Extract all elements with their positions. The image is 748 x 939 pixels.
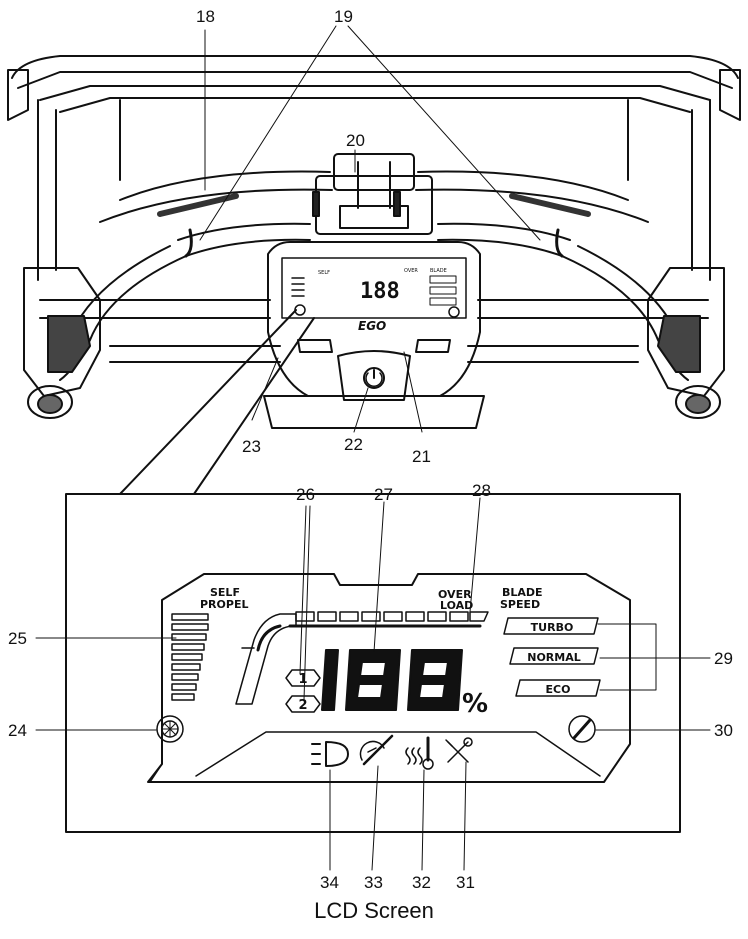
callout-33: 33 bbox=[364, 873, 383, 892]
blade-handle-icon bbox=[359, 734, 394, 766]
mode-eco: ECO bbox=[546, 683, 571, 696]
callout-numbers: 18 19 20 21 22 23 24 25 26 27 28 29 30 3… bbox=[8, 7, 733, 892]
callout-30: 30 bbox=[714, 721, 733, 740]
callout-24: 24 bbox=[8, 721, 27, 740]
callout-32: 32 bbox=[412, 873, 431, 892]
callout-21: 21 bbox=[412, 447, 431, 466]
lcd-callout-leaders bbox=[35, 497, 711, 871]
self-propel-label-line2: PROPEL bbox=[200, 598, 248, 611]
callout-22: 22 bbox=[344, 435, 363, 454]
headlight-icon bbox=[311, 741, 349, 767]
blade-speed-label-line1: BLADE bbox=[502, 586, 543, 599]
callout-34: 34 bbox=[320, 873, 339, 892]
icon-tray-outline bbox=[195, 731, 601, 777]
gear-2-label: 2 bbox=[298, 698, 307, 713]
overload-label-line1: OVER bbox=[438, 588, 472, 601]
overload-label-line2: LOAD bbox=[440, 599, 473, 612]
mode-normal: NORMAL bbox=[527, 651, 581, 664]
callout-25: 25 bbox=[8, 629, 27, 648]
blade-icon bbox=[568, 715, 596, 743]
callout-19: 19 bbox=[334, 7, 353, 26]
gear-indicators bbox=[285, 669, 321, 713]
lcd-detail-frame bbox=[65, 493, 681, 833]
zoom-lines bbox=[119, 309, 315, 495]
figure-caption: LCD Screen bbox=[314, 898, 434, 923]
mower-handle-illustration: SELF OVER BLADE 188 EGO bbox=[7, 55, 741, 429]
svg-text:OVER: OVER bbox=[404, 268, 418, 274]
self-propel-arc bbox=[235, 613, 482, 705]
callout-20: 20 bbox=[346, 131, 365, 150]
temperature-icon bbox=[405, 736, 434, 770]
maintenance-tools-icon bbox=[445, 737, 473, 763]
callout-18: 18 bbox=[196, 7, 215, 26]
self-propel-wheel-icon bbox=[156, 715, 184, 743]
self-propel-bars bbox=[171, 613, 209, 701]
brand-logo: EGO bbox=[358, 319, 386, 333]
svg-text:BLADE: BLADE bbox=[430, 268, 447, 274]
seven-segment-readout bbox=[321, 649, 463, 711]
callout-28: 28 bbox=[472, 481, 491, 500]
blade-speed-boxes bbox=[503, 617, 601, 697]
callout-31: 31 bbox=[456, 873, 475, 892]
svg-text:SELF: SELF bbox=[318, 270, 330, 276]
blade-speed-label-line2: SPEED bbox=[500, 598, 540, 611]
mode-turbo: TURBO bbox=[531, 621, 574, 634]
lcd-screen-outline bbox=[147, 573, 631, 783]
overload-meter bbox=[295, 611, 489, 622]
self-propel-label-line1: SELF bbox=[210, 586, 240, 599]
callout-26: 26 bbox=[296, 485, 315, 504]
callout-27: 27 bbox=[374, 485, 393, 504]
percent-sign: % bbox=[462, 689, 488, 719]
callout-23: 23 bbox=[242, 437, 261, 456]
callout-29: 29 bbox=[714, 649, 733, 668]
gear-1-label: 1 bbox=[298, 672, 307, 687]
svg-text:188: 188 bbox=[360, 279, 400, 304]
